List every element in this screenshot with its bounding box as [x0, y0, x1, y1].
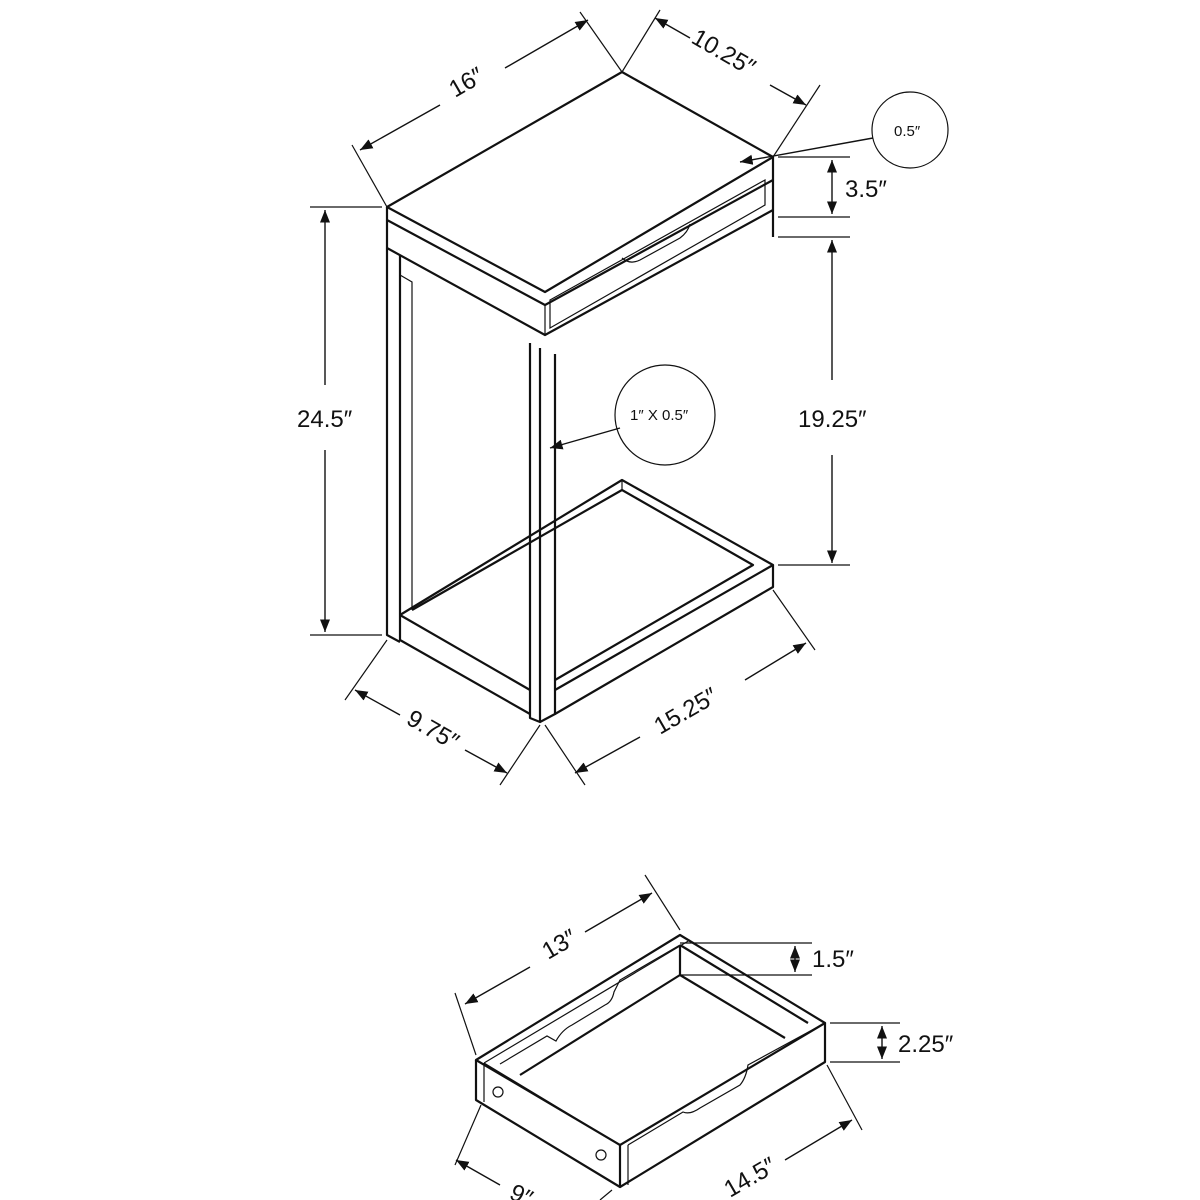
- table-labels: 16″ 10.25″ 0.5″ 3.5″ 19.25″ 24.5″ 1″ X 0…: [297, 24, 921, 756]
- label-total-height: 24.5″: [297, 406, 353, 433]
- label-apron-height: 3.5″: [845, 176, 887, 203]
- side-table-drawing: [385, 70, 775, 724]
- label-tube-size: 1″ X 0.5″: [630, 407, 689, 424]
- label-drawer-inner-height: 1.5″: [812, 946, 854, 973]
- label-top-thickness: 0.5″: [894, 123, 921, 140]
- drawer-drawing: [474, 933, 827, 1189]
- label-depth: 10.25″: [687, 24, 760, 82]
- label-clearance-height: 19.25″: [798, 406, 867, 433]
- drawer-dimensions: [454, 874, 900, 1200]
- table-dimensions: [310, 9, 949, 786]
- label-drawer-width: 9″: [505, 1179, 537, 1200]
- label-drawer-outer-height: 2.25″: [898, 1031, 954, 1058]
- label-base-depth: 9.75″: [402, 705, 464, 756]
- label-drawer-front-length: 14.5″: [720, 1152, 782, 1200]
- screw-icon: [595, 1149, 607, 1161]
- label-drawer-length: 13″: [538, 924, 582, 965]
- label-base-width: 15.25″: [650, 682, 723, 740]
- callout-circle-tube: [614, 364, 716, 466]
- label-width: 16″: [445, 62, 489, 103]
- callout-circle-top: [871, 91, 949, 169]
- screw-icon: [492, 1086, 504, 1098]
